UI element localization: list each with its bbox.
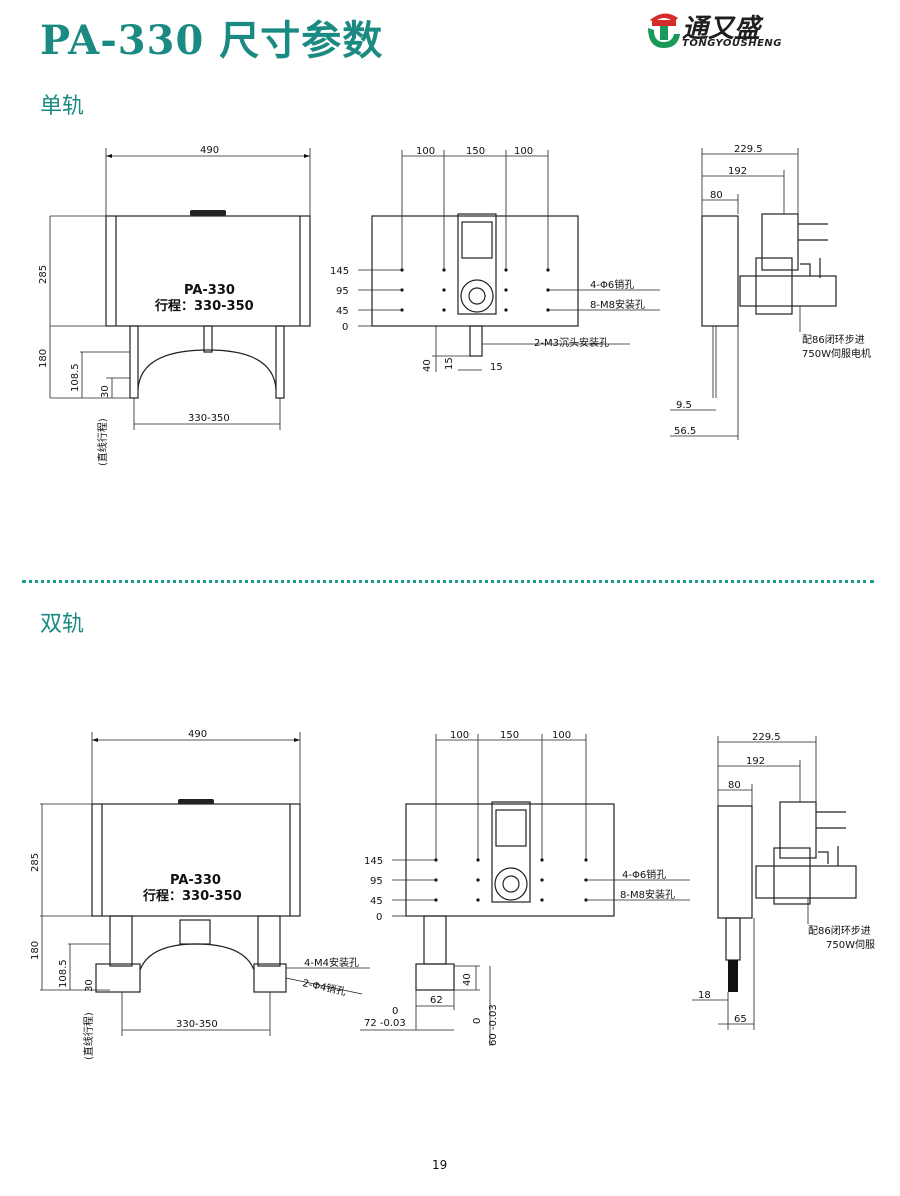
d-pin-holes-label: 2-Φ4销孔 (301, 976, 347, 998)
side-dim-229-5: 229.5 (734, 144, 763, 155)
d-dim-45: 45 (370, 896, 383, 907)
dim-15-a: 15 (444, 357, 455, 370)
d-dim-100-b: 100 (552, 730, 571, 741)
dim-108-5: 108.5 (70, 363, 81, 392)
side-dim-56-5: 56.5 (674, 426, 696, 437)
mount-holes-label: 8-M8安装孔 (590, 298, 645, 311)
dim-15-b: 15 (490, 362, 503, 373)
dim-180: 180 (38, 349, 49, 368)
d-dim-40: 40 (462, 973, 473, 986)
logo-name: 通又盛 (682, 14, 761, 44)
dim-330-350: 330-350 (188, 413, 230, 424)
side-dim-9-5: 9.5 (676, 400, 692, 411)
page-title: PA-330 尺寸参数 (40, 17, 384, 64)
dim-95: 95 (336, 286, 349, 297)
d-stroke-label: 行程：330-350 (142, 888, 242, 904)
motor-label-1: 配86闭环步进 (802, 333, 865, 346)
dim-45: 45 (336, 306, 349, 317)
section-double-rail: 双轨 (40, 612, 85, 637)
pin-holes-label: 4-Φ6销孔 (590, 278, 634, 291)
d-motor-label-2: 750W伺服 (826, 938, 875, 951)
d-dim-490: 490 (188, 729, 207, 740)
d-dim-72: 72 -0.03 (364, 1018, 406, 1029)
d-dim-330-350: 330-350 (176, 1019, 218, 1030)
company-logo: 通又盛 TONGYOUSHENG (644, 6, 824, 56)
dim-285: 285 (38, 265, 49, 284)
d-dim-60: 60 -0.03 (488, 1004, 499, 1046)
dim-40: 40 (422, 359, 433, 372)
single-side-view: 229.5 192 80 9.5 56.5 配86闭环步进 750W伺服电机 (670, 144, 871, 440)
page-number: 19 (432, 1158, 448, 1172)
section-single-rail: 单轨 (40, 94, 85, 119)
stroke-label: 行程：330-350 (154, 298, 254, 314)
motor-label-2: 750W伺服电机 (802, 347, 871, 360)
single-top-view: 100 150 100 145 95 45 0 4-Φ6销孔 8-M8安装孔 2… (330, 146, 660, 373)
d-dim-145: 145 (364, 856, 383, 867)
d-dim-150: 150 (500, 730, 519, 741)
d-dim-30: 30 (84, 979, 95, 992)
dim-490: 490 (200, 145, 219, 156)
d-dim-0-a: 0 (392, 1006, 398, 1017)
countersink-label: 2-M3沉头安装孔 (534, 336, 609, 349)
model-label: PA-330 (184, 283, 235, 298)
dim-0: 0 (342, 322, 348, 333)
d-dim-0-b: 0 (472, 1018, 483, 1024)
d-dim-180: 180 (30, 941, 41, 960)
d-model-label: PA-330 (170, 873, 221, 888)
d-pin-holes-top-label: 4-Φ6销孔 (622, 868, 666, 881)
dim-150: 150 (466, 146, 485, 157)
side-dim-80: 80 (710, 190, 723, 201)
d-dim-100-a: 100 (450, 730, 469, 741)
side-dim-192: 192 (728, 166, 747, 177)
double-front-view: 490 PA-330 行程：330-350 285 180 108.5 30 (… (30, 729, 370, 1060)
d-mount-holes-top-label: 8-M8安装孔 (620, 888, 675, 901)
dim-100-b: 100 (514, 146, 533, 157)
section-divider (22, 580, 874, 583)
dim-30: 30 (100, 385, 111, 398)
single-front-view: 490 PA-330 行程：330-350 285 180 108.5 30 (… (38, 145, 311, 466)
d-side-dim-65: 65 (734, 1014, 747, 1025)
d-side-dim-192: 192 (746, 756, 765, 767)
d-side-dim-80: 80 (728, 780, 741, 791)
d-dim-285: 285 (30, 853, 41, 872)
dim-145: 145 (330, 266, 349, 277)
d-side-dim-229-5: 229.5 (752, 732, 781, 743)
logo-subtitle: TONGYOUSHENG (682, 38, 782, 49)
d-m4-holes-label: 4-M4安装孔 (304, 956, 359, 969)
logo-icon (648, 13, 680, 48)
d-motor-label-1: 配86闭环步进 (808, 924, 871, 937)
d-dim-108-5: 108.5 (58, 959, 69, 988)
d-dim-0: 0 (376, 912, 382, 923)
dim-100-a: 100 (416, 146, 435, 157)
double-top-view: 100 150 100 145 95 45 0 4-Φ6销孔 8-M8安装孔 4… (360, 730, 690, 1046)
d-dim-62: 62 (430, 995, 443, 1006)
d-side-dim-18: 18 (698, 990, 711, 1001)
d-linear-stroke-label: (直线行程) (82, 1012, 95, 1060)
d-dim-95: 95 (370, 876, 383, 887)
double-side-view: 229.5 192 80 18 65 配86闭环步进 750W伺服 (692, 732, 875, 1030)
linear-stroke-label: (直线行程) (96, 418, 109, 466)
